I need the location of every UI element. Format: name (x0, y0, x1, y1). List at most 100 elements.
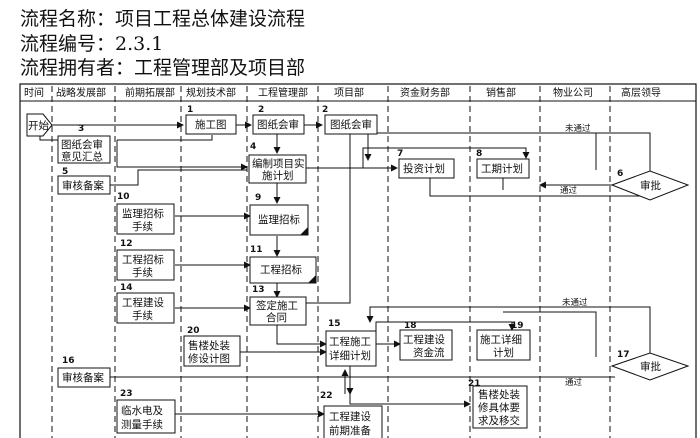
node-drawing-review-project: 图纸会审 (324, 114, 378, 135)
node-label: 签定施工 (256, 299, 298, 312)
step-number-3: 3 (78, 124, 84, 134)
node-label: 修具体要 (478, 401, 520, 414)
process-owner: 流程拥有者：工程管理部及项目部 (20, 57, 306, 79)
node-sales-requirements: 售楼处装 修具体要 求及移交 (472, 385, 528, 429)
step-number-22: 22 (320, 391, 333, 401)
node-investment-plan: 投资计划 (398, 158, 455, 179)
lane-strategy: 战略发展部 (56, 86, 106, 99)
node-detailed-schedule: 施工详细 计划 (476, 329, 531, 361)
node-label: 图纸会审 (330, 118, 372, 131)
lane-time: 时间 (24, 86, 44, 99)
step-number-18: 18 (404, 321, 417, 331)
flowchart-frame (19, 83, 697, 438)
lane-project: 项目部 (334, 86, 364, 99)
node-construction-proc: 工程建设 手续 (116, 292, 175, 324)
node-label: 修设计图 (188, 352, 230, 365)
lane-leader: 高层领导 (621, 86, 661, 99)
node-label: 审批 (640, 179, 661, 192)
start-node: 开始 (26, 113, 53, 137)
step-number-16: 16 (62, 356, 75, 366)
step-number-13: 13 (252, 285, 265, 295)
node-label: 工程招标 (260, 263, 302, 276)
node-label: 工期计划 (481, 162, 523, 175)
lane-finance: 资金财务部 (400, 86, 450, 99)
node-label: 监理招标 (258, 213, 300, 226)
node-schedule-plan: 工期计划 (476, 158, 530, 179)
step-number-12: 12 (120, 239, 133, 249)
lane-expansion: 前期拓展部 (125, 86, 175, 99)
step-number-4: 4 (250, 142, 256, 152)
node-label: 工程招标 (122, 253, 164, 266)
node-label: 售楼处装 (188, 339, 230, 352)
node-label: 施工图 (195, 118, 227, 131)
step-number-23: 23 (120, 389, 133, 399)
node-label: 施计划 (262, 169, 294, 182)
label-not-passed-2: 未通过 (562, 297, 588, 308)
node-label: 求及移交 (478, 414, 520, 427)
label-passed-2: 通过 (565, 377, 583, 388)
node-sign-contract: 签定施工 合同 (249, 296, 307, 326)
node-sales-design: 售楼处装 修设计图 (183, 335, 241, 367)
step-number-6: 6 (617, 169, 623, 179)
step-number-14: 14 (120, 283, 133, 293)
node-label: 计划 (493, 346, 514, 359)
node-pre-construction: 工程建设 前期准备 (323, 405, 383, 438)
step-number-5: 5 (62, 167, 68, 177)
node-label: 详细计划 (329, 349, 371, 362)
step-number-20: 20 (187, 326, 200, 336)
lane-sales: 销售部 (486, 86, 516, 99)
lane-property: 物业公司 (553, 86, 593, 99)
node-prepare-plan: 编制项目实 施计划 (248, 154, 307, 184)
node-label: 合同 (266, 311, 287, 324)
step-number-2a: 2 (258, 105, 264, 115)
start-label: 开始 (28, 119, 49, 132)
lane-engineering: 工程管理部 (258, 86, 308, 99)
step-number-11: 11 (250, 245, 263, 255)
node-label: 资金流 (413, 346, 445, 359)
step-number-7: 7 (397, 149, 403, 159)
node-label: 手续 (132, 220, 153, 233)
node-label: 审核备案 (62, 371, 104, 384)
node-drawing-review-engineering: 图纸会审 (252, 114, 305, 135)
step-number-21: 21 (468, 379, 481, 389)
node-label: 审核备案 (62, 179, 104, 192)
node-supervision-bid: 监理招标 (249, 204, 309, 236)
label-not-passed-1: 未通过 (565, 123, 591, 134)
node-label: 临水电及 (121, 404, 163, 417)
step-number-15: 15 (328, 319, 341, 329)
node-label: 意见汇总 (61, 150, 103, 163)
node-capital-flow: 工程建设 资金流 (399, 329, 453, 361)
process-name: 流程名称：项目工程总体建设流程 (20, 8, 306, 30)
step-number-19: 19 (511, 321, 524, 331)
process-code: 流程编号：2.3.1 (20, 33, 164, 55)
node-label: 前期准备 (329, 424, 371, 437)
node-label: 施工详细 (480, 333, 522, 346)
node-engineering-bid-proc: 工程招标 手续 (116, 249, 175, 281)
node-label: 图纸会审 (61, 138, 103, 151)
node-label: 图纸会审 (257, 118, 299, 131)
node-utilities: 临水电及 测量手续 (116, 399, 176, 434)
node-approve-2: 审批 (610, 352, 690, 381)
step-number-10: 10 (117, 192, 130, 202)
node-label: 编制项目实 (252, 157, 305, 170)
node-label: 工程建设 (122, 296, 164, 309)
node-approve-1: 审批 (610, 170, 690, 201)
node-label: 审批 (640, 360, 661, 373)
node-label: 工程建设 (403, 333, 445, 346)
node-supervision-bid-proc: 监理招标 手续 (116, 203, 175, 235)
node-label: 投资计划 (403, 162, 445, 175)
node-label: 工程施工 (329, 335, 371, 348)
step-number-2b: 2 (322, 105, 328, 115)
node-filing-2: 审核备案 (57, 367, 111, 388)
step-number-17: 17 (617, 350, 630, 360)
node-filing-1: 审核备案 (57, 175, 111, 195)
node-label: 工程建设 (329, 410, 371, 423)
node-review-summary: 图纸会审 意见汇总 (57, 135, 111, 164)
node-detailed-plan: 工程施工 详细计划 (325, 330, 377, 367)
lane-planning: 规划技术部 (186, 86, 236, 99)
node-label: 测量手续 (121, 418, 163, 431)
node-label: 手续 (132, 309, 153, 322)
node-label: 售楼处装 (478, 388, 520, 401)
label-passed-1: 通过 (560, 185, 578, 196)
